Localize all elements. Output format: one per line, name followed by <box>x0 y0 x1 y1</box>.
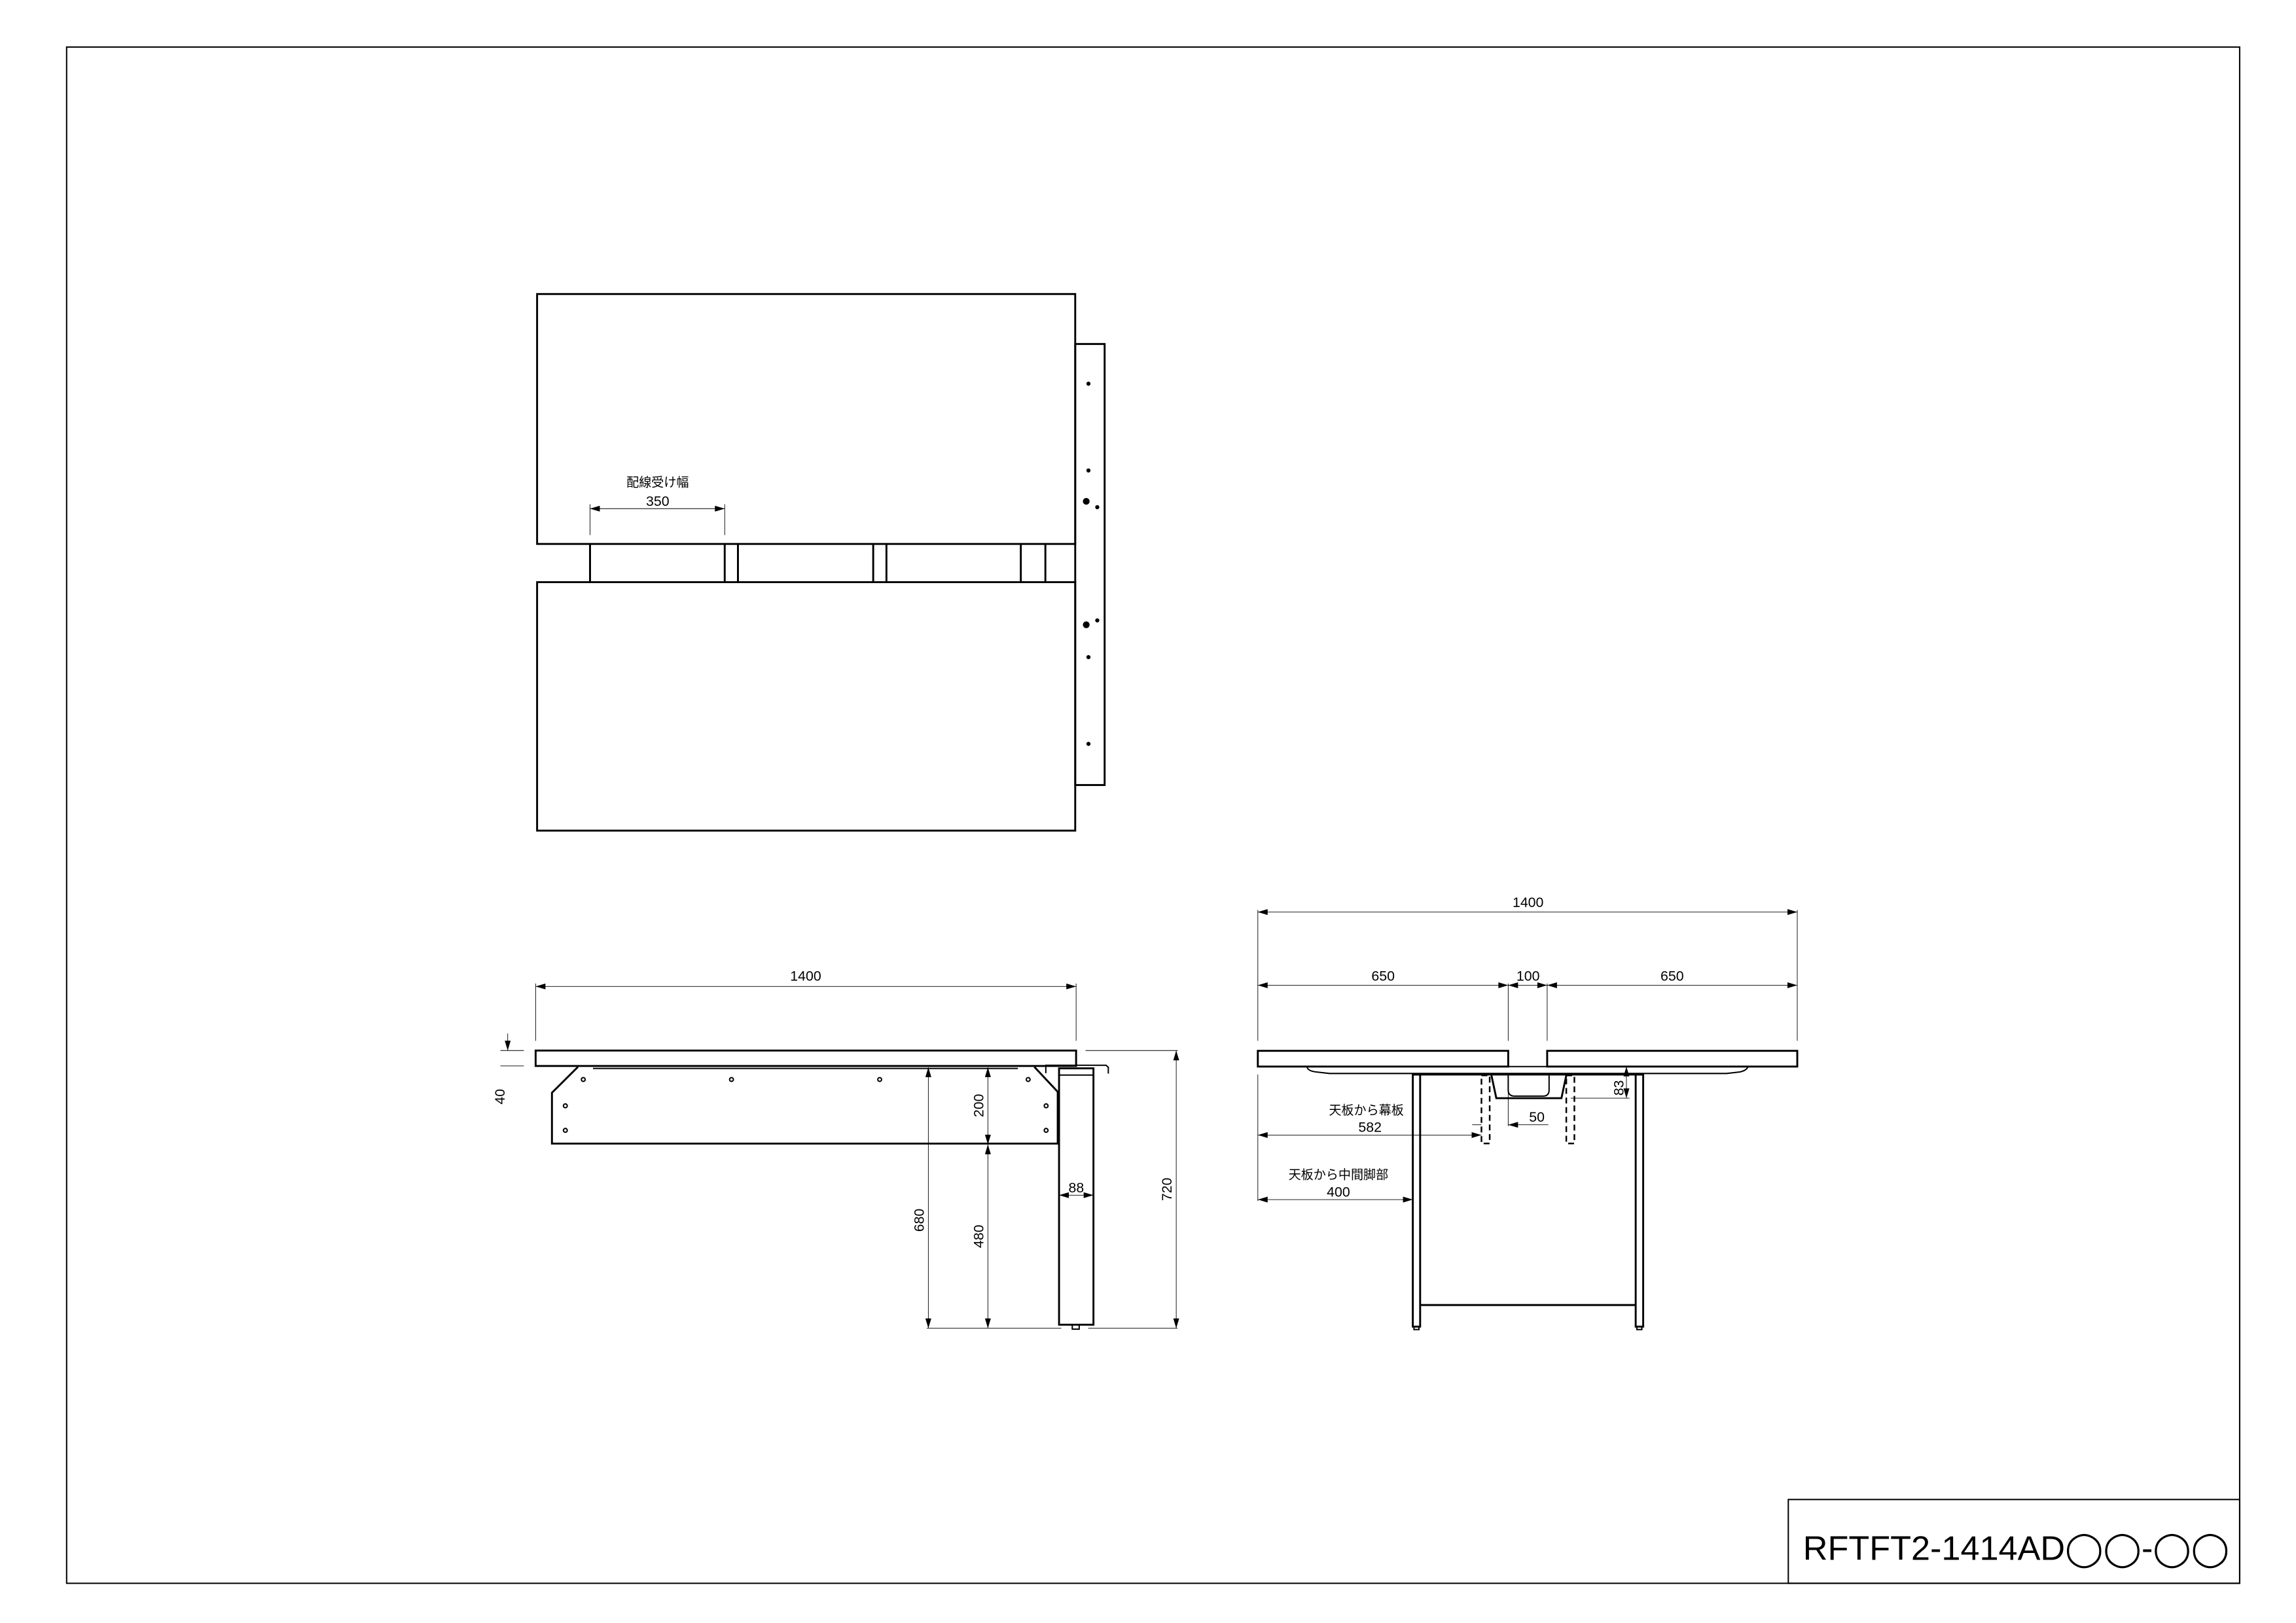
front-total-value: 1400 <box>1513 895 1544 910</box>
tabletop-left <box>1257 1050 1509 1068</box>
apron-holes <box>562 1077 1049 1133</box>
title-block: RFTFT2-1414AD◯◯-◯◯ <box>1787 1499 2240 1584</box>
tabletop-lower <box>536 581 1077 832</box>
wiring-tray-connectors <box>589 544 1047 582</box>
front-view: 1400 650 100 650 83 50 天板から幕板 582 天板から中間… <box>1257 895 1799 1330</box>
leg-width-value: 88 <box>1069 1180 1085 1196</box>
total-height-value: 720 <box>1159 1177 1175 1201</box>
gap-value: 100 <box>1516 968 1540 984</box>
apron-height-value: 200 <box>971 1094 986 1117</box>
mid-leg-distance-value: 400 <box>1327 1185 1350 1200</box>
tabletop-right <box>1546 1050 1799 1068</box>
sheet-border <box>65 46 2240 1584</box>
end-leg-plan <box>1074 343 1106 787</box>
side-width-value: 1400 <box>790 968 821 984</box>
side-view: 1400 40 680 200 480 88 720 <box>492 968 1179 1330</box>
leg-side <box>1058 1067 1095 1326</box>
right-depth-value: 650 <box>1660 968 1684 984</box>
apron-clearance-value: 480 <box>971 1224 986 1248</box>
leg-clearance-value: 680 <box>911 1209 927 1232</box>
dashed-post-right <box>1565 1074 1575 1145</box>
left-depth-value: 650 <box>1371 968 1395 984</box>
dashed-post-left <box>1480 1074 1491 1145</box>
bolt-holes <box>1083 382 1100 746</box>
wiring-tray <box>1490 1075 1568 1099</box>
tray-depth-value: 83 <box>1611 1080 1627 1096</box>
top-thickness-value: 40 <box>492 1089 508 1105</box>
dimension-wiring-width: 配線受け幅 350 <box>590 475 725 535</box>
tray-offset-value: 50 <box>1529 1109 1545 1125</box>
top-view: 配線受け幅 350 <box>536 293 1106 832</box>
leg-adjuster <box>1071 1324 1080 1330</box>
mid-leg-distance-label: 天板から中間脚部 <box>1289 1168 1389 1183</box>
tabletop-upper <box>536 293 1077 545</box>
apron-panel <box>550 1066 1059 1145</box>
leg-front-right <box>1634 1073 1645 1328</box>
under-plate <box>1306 1066 1749 1075</box>
drawing-number: RFTFT2-1414AD◯◯-◯◯ <box>1803 1529 2229 1568</box>
wiring-width-label: 配線受け幅 <box>626 475 689 490</box>
leg-bracket <box>1045 1064 1109 1074</box>
apron-distance-label: 天板から幕板 <box>1329 1103 1403 1118</box>
apron-distance-value: 582 <box>1358 1120 1382 1135</box>
wiring-width-value: 350 <box>646 493 670 509</box>
tabletop-side <box>534 1049 1077 1067</box>
leg-front-left <box>1412 1073 1422 1328</box>
